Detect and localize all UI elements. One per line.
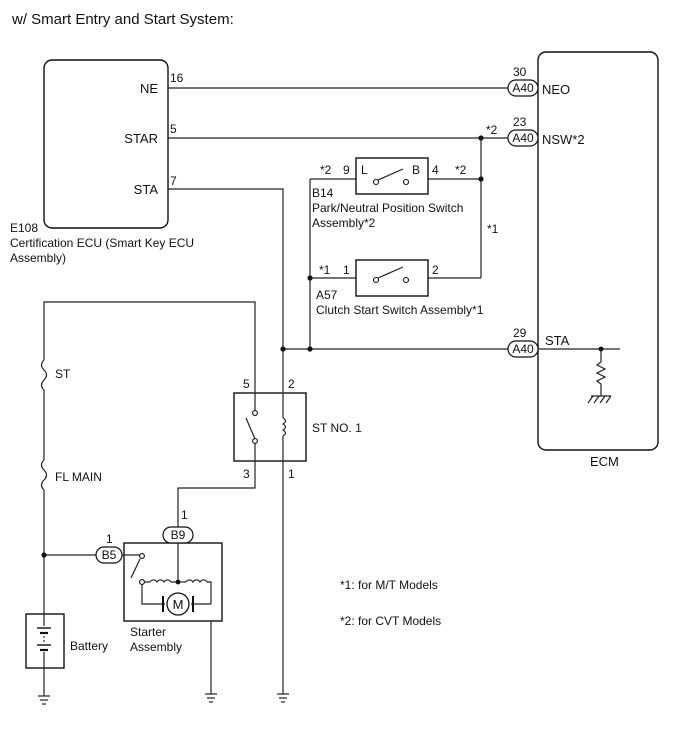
fuse-fl-main-label: FL MAIN [55, 470, 102, 484]
fuse-st-label: ST [55, 367, 71, 381]
ecm-pin-neo-label: NEO [542, 82, 570, 97]
starter-motor-lead-left [141, 584, 165, 605]
relay-st-no1-box [233, 392, 307, 462]
fuse-fl-main [40, 459, 48, 491]
pnp-switch-box [355, 157, 429, 195]
ecm-pin-23-note: *2 [486, 123, 498, 137]
pnp-switch-blade [377, 168, 404, 181]
starter-coil-right [185, 579, 208, 584]
pnp-code: B14 [312, 186, 334, 200]
relay-pin-2: 2 [288, 377, 295, 391]
starter-connector-b9-label: B9 [171, 528, 186, 542]
cert-pin-sta-num: 7 [170, 174, 177, 188]
pnp-contact-b: B [412, 163, 420, 177]
ecm-connector-a40-nsw [507, 129, 539, 147]
junction-dot-clutch [307, 275, 313, 281]
fuse-st [40, 359, 48, 391]
clutch-contact-left-dot [372, 276, 380, 284]
starter-pin-b5: 1 [106, 532, 113, 546]
relay-contact-blade [245, 417, 256, 440]
clutch-contact-right-dot [402, 276, 410, 284]
relay-contact-top-dot [252, 410, 258, 416]
clutch-vertical-note: *1 [487, 222, 499, 236]
clutch-name: Clutch Start Switch Assembly*1 [316, 303, 484, 317]
cert-pin-star-label: STAR [124, 131, 158, 146]
starter-contact-bottom [139, 579, 145, 585]
cert-pin-star-num: 5 [170, 122, 177, 136]
ecm-ground-hatch-1 [587, 395, 594, 404]
clutch-switch-box [355, 259, 429, 297]
pnp-left-note: *2 [320, 163, 332, 177]
ecm-connector-a40-sta-label: A40 [512, 342, 534, 356]
pnp-contact-l: L [361, 163, 368, 177]
clutch-pin-left: 1 [343, 263, 350, 277]
starter-motor-circle [166, 592, 190, 616]
battery-box [25, 613, 65, 669]
ecm-pin-29-num: 29 [513, 326, 527, 340]
cert-ecu-name-line1: Certification ECU (Smart Key ECU [10, 236, 194, 250]
relay-pin-5: 5 [243, 377, 250, 391]
ecm-ground-hatch-4 [605, 395, 612, 404]
battery-label: Battery [70, 639, 108, 653]
ecm-resistor [595, 349, 607, 396]
ecm-box [537, 51, 659, 451]
clutch-code: A57 [316, 288, 338, 302]
wire-cert-sta-relay [168, 188, 284, 392]
note-cvt-models: *2: for CVT Models [340, 614, 441, 628]
ecm-pin-sta-label: STA [545, 333, 570, 348]
starter-name-line2: Assembly [130, 640, 182, 654]
pnp-contact-left-dot [372, 178, 380, 186]
cert-ecu-name-line2: Assembly) [10, 251, 66, 265]
relay-contact-bottom-dot [252, 438, 258, 444]
starter-coil-junction [175, 579, 181, 585]
pnp-name-line2: Assembly*2 [312, 216, 376, 230]
cert-pin-ne-label: NE [140, 81, 158, 96]
wire-relay-b9 [177, 461, 256, 527]
ecm-connector-a40-neo [507, 79, 539, 97]
diagram-title: w/ Smart Entry and Start System: [11, 11, 234, 28]
clutch-switch-blade [377, 266, 404, 279]
wire-relay-st-fuse [43, 301, 256, 393]
ecm-pin-23-num: 23 [513, 115, 527, 129]
ecm-pin-30-num: 30 [513, 65, 527, 79]
ecm-connector-a40-nsw-label: A40 [512, 131, 534, 145]
pnp-pin-left: 9 [343, 163, 350, 177]
pnp-right-note: *2 [455, 163, 467, 177]
relay-coil [281, 417, 287, 437]
ecm-ground-hatch-2 [593, 395, 600, 404]
ecm-label: ECM [590, 454, 619, 469]
clutch-left-note: *1 [319, 263, 331, 277]
note-mt-models: *1: for M/T Models [340, 578, 438, 592]
junction-dot-pnp [478, 176, 484, 182]
pnp-name-line1: Park/Neutral Position Switch [312, 201, 463, 215]
relay-label: ST NO. 1 [312, 421, 362, 435]
cert-pin-ne-num: 16 [170, 71, 184, 85]
ecm-connector-a40-neo-label: A40 [512, 81, 534, 95]
cert-ecu-code: E108 [10, 221, 38, 235]
starter-coil-left [149, 579, 172, 584]
junction-dot-sta-right [307, 346, 313, 352]
starter-connector-b5-label: B5 [102, 548, 117, 562]
certification-ecu-box [43, 59, 169, 229]
cert-pin-sta-label: STA [134, 182, 159, 197]
starter-contact-top [139, 553, 145, 559]
pnp-pin-right: 4 [432, 163, 439, 177]
starter-name-line1: Starter [130, 625, 166, 639]
starter-motor-label: M [173, 597, 184, 612]
ecm-pin-nsw-label: NSW*2 [542, 132, 585, 147]
ecm-ground-hatch-3 [599, 395, 606, 404]
relay-pin-1: 1 [288, 467, 295, 481]
starter-pin-b9: 1 [181, 508, 188, 522]
clutch-pin-right: 2 [432, 263, 439, 277]
starter-coil-right-lead [207, 581, 212, 604]
relay-pin-3: 3 [243, 467, 250, 481]
pnp-contact-right-dot [402, 178, 410, 186]
starter-contact-blade [130, 558, 141, 579]
